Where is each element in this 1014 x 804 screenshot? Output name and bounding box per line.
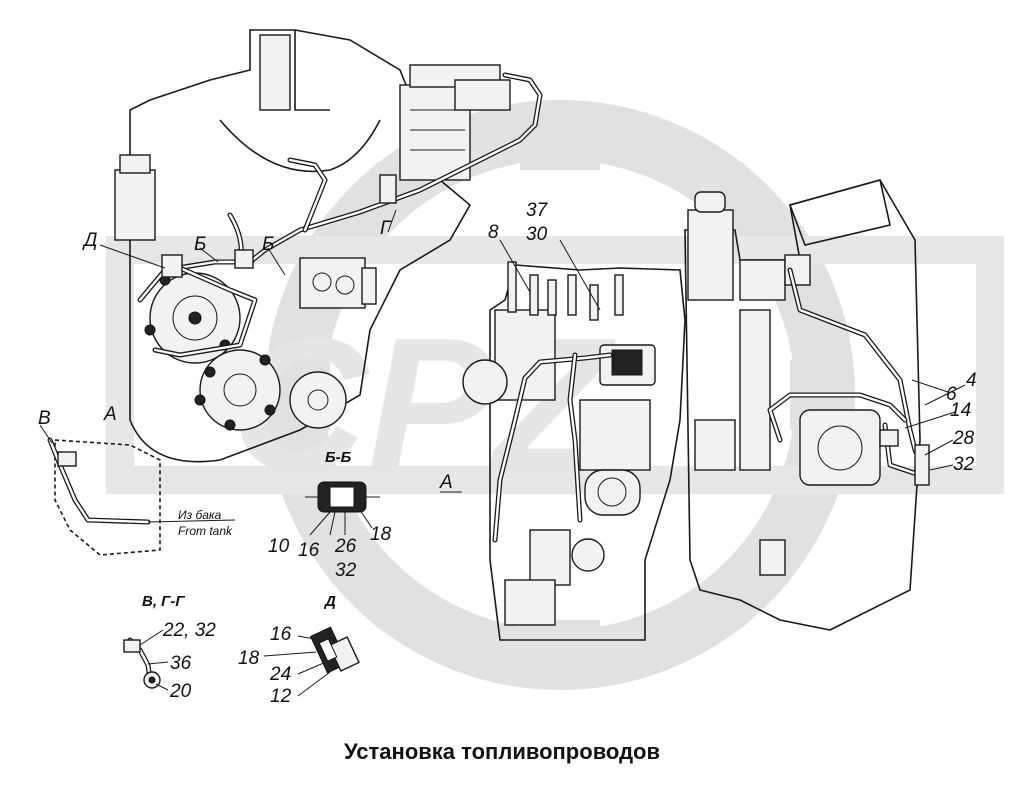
callout-8: 8 [488, 222, 499, 243]
callout-12: 12 [270, 686, 292, 707]
callout-16-bb: 16 [298, 540, 320, 561]
section-d: Д 16 18 24 12 [238, 593, 360, 707]
callout-30: 30 [526, 224, 548, 245]
callout-28: 28 [952, 428, 975, 449]
callout-16-d: 16 [270, 624, 292, 645]
callout-18-d: 18 [238, 648, 260, 669]
callout-6: 6 [946, 384, 957, 405]
callout-10: 10 [268, 536, 290, 557]
section-d-title: Д [323, 593, 336, 610]
callout-20: 20 [169, 681, 192, 702]
label-b-section-right: Б [262, 234, 274, 255]
label-from-tank-ru: Из бака [178, 508, 222, 522]
figure-title: Установка топливопроводов [344, 739, 660, 764]
section-vg-title: В, Г-Г [142, 593, 185, 610]
left-engine-view: Д Б Б Г [82, 29, 543, 463]
view-a-intake: В A Из бака From tank [38, 404, 236, 556]
section-vg: В, Г-Г 22, 32 36 20 [123, 593, 216, 702]
section-bb-title: Б-Б [325, 449, 352, 466]
label-g-section: Г [380, 218, 392, 239]
label-view-a-left: A [103, 404, 117, 425]
callout-32-bb: 32 [335, 560, 357, 581]
section-bb: Б-Б 10 16 26 18 32 [268, 449, 392, 581]
callout-22-32: 22, 32 [162, 620, 216, 641]
callout-18-bb: 18 [370, 524, 392, 545]
callout-24: 24 [269, 664, 291, 685]
callout-37: 37 [526, 200, 549, 221]
callout-36: 36 [170, 653, 192, 674]
callout-4: 4 [966, 370, 977, 391]
label-v-section: В [38, 408, 51, 429]
callout-26: 26 [334, 536, 357, 557]
middle-engine-view: 37 30 8 A [439, 200, 686, 641]
label-b-section-left: Б [194, 234, 206, 255]
callout-32-right: 32 [953, 454, 975, 475]
label-d-view: Д [82, 230, 97, 251]
label-view-a-right: A [439, 472, 453, 493]
callout-14: 14 [950, 400, 971, 421]
label-from-tank-en: From tank [178, 524, 233, 538]
right-engine-view: 6 4 14 28 32 [684, 179, 977, 631]
svg-text:CPZ: CPZ [230, 299, 616, 511]
